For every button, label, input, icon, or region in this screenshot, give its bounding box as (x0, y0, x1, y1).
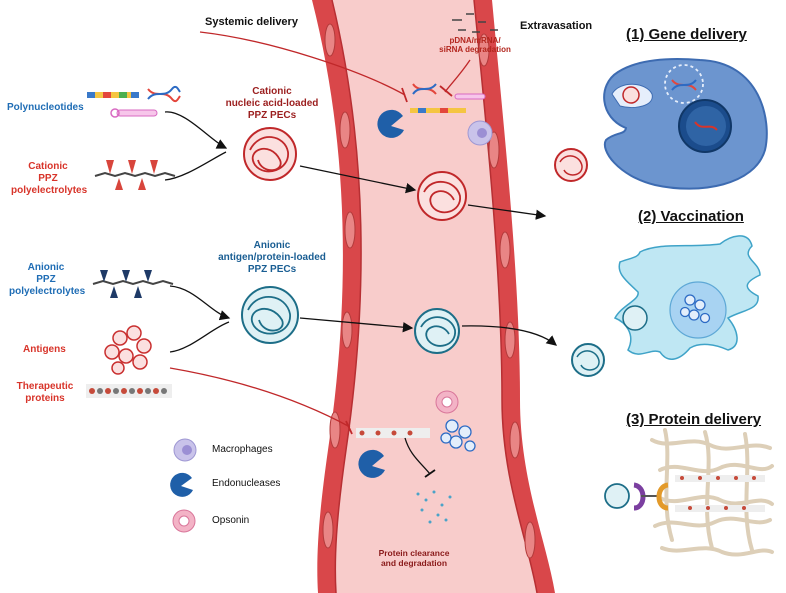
therapeutic-protein-chain-icon (86, 384, 172, 398)
vessel-cationic-pec (417, 171, 467, 221)
vessel-anionic-pec (414, 308, 460, 354)
legend-macrophages-label: Macrophages (212, 444, 273, 455)
anionic-ppz-line-1: Anionic (27, 262, 65, 273)
degraded-fragments-icon (416, 490, 452, 524)
receptor-binding-icon (604, 482, 669, 511)
cationic-pec-line-2: nucleic acid-loaded (225, 97, 319, 109)
arrow-to-cationic-pec-lower (164, 151, 227, 181)
clearance-arrow (404, 437, 431, 475)
protein-delivery-heading: (3) Protein delivery (626, 411, 762, 428)
sirna-hairpin-icon (110, 108, 158, 118)
polynucleotides-label: Polynucleotides (7, 102, 84, 113)
vessel-inner-edge-left (331, 0, 362, 593)
extravasated-cationic-pec (554, 148, 588, 182)
clearance-line-2: and degradation (380, 558, 448, 569)
cationic-pec-label: Cationic nucleic acid-loaded PPZ PECs (212, 86, 332, 121)
legend-opsonin-label: Opsonin (212, 515, 250, 526)
anionic-pec-line-3: PPZ PECs (247, 263, 297, 275)
arrow-to-anionic-pec-lower (169, 321, 230, 353)
endonuclease-lower-icon (358, 449, 385, 478)
endonuclease-top-icon (377, 109, 404, 138)
vessel-antigen-cluster-icon (440, 419, 476, 452)
cationic-ppz-label: Cationic PPZ polyelectrolytes (11, 161, 88, 196)
extravasation-label: Extravasation (520, 20, 593, 32)
cationic-ppz-line-1: Cationic (28, 161, 68, 172)
degradation-inhibit-line (444, 59, 471, 93)
anionic-polyelectrolyte-icon (92, 270, 174, 298)
antigen-cluster-icon (104, 325, 152, 375)
vessel-sirna-icon (454, 93, 486, 100)
arrow-to-cationic-pec (164, 111, 228, 149)
nucleic-acid-fragments-icon (452, 13, 498, 33)
arrow-cationic-extravasation (467, 204, 547, 220)
dendritic-cell (613, 235, 761, 360)
arrow-cationic-into-vessel (299, 165, 417, 194)
antigens-label: Antigens (23, 344, 66, 355)
cationic-polyelectrolyte-icon (94, 160, 176, 190)
cationic-ppz-line-3: polyelectrolytes (11, 184, 88, 196)
anionic-ppz-label: Anionic PPZ polyelectrolytes (9, 262, 86, 297)
anionic-pec-particle (241, 286, 299, 344)
degradation-line-1: pDNA/mRNA/ (449, 36, 501, 45)
cationic-pec-line-1: Cationic (252, 86, 292, 97)
dna-double-helix-icon (147, 85, 181, 103)
protein-inhibit-line (169, 367, 351, 428)
anionic-pec-label: Anionic antigen/protein-loaded PPZ PECs (204, 240, 340, 275)
systemic-delivery-line (199, 31, 406, 96)
therapeutic-proteins-label: Therapeutic proteins (13, 381, 77, 405)
degradation-line-2: siRNA degradation (439, 45, 511, 55)
vessel-protein-chain-icon (356, 428, 430, 438)
gene-delivery-cell (603, 58, 768, 190)
anionic-pec-line-1: Anionic (253, 240, 291, 251)
opsonin-vessel-icon (435, 390, 459, 414)
protein-delivery-tissue (650, 428, 774, 557)
macrophage-top-icon (467, 120, 493, 146)
anionic-pec-line-2: antigen/protein-loaded (218, 251, 326, 263)
therapeutic-proteins-line-1: Therapeutic (16, 381, 74, 392)
endothelial-cells (322, 23, 536, 559)
legend-endonucleases-label: Endonucleases (212, 478, 281, 489)
arrow-anionic-into-vessel (299, 317, 414, 333)
macrophage-legend-icon (173, 438, 197, 462)
extravasated-anionic-pec (571, 343, 605, 377)
vessel-dna-icon (412, 83, 437, 95)
vaccination-heading: (2) Vaccination (638, 208, 744, 225)
opsonin-legend-icon (172, 509, 196, 533)
cationic-ppz-line-2: PPZ (38, 172, 58, 184)
vessel-lumen (332, 0, 537, 593)
vessel-polynucleotide-strand-icon (410, 108, 466, 113)
cationic-pec-particle (243, 127, 297, 181)
protein-tissue-chains (675, 475, 765, 512)
clearance-line-1: Protein clearance (378, 548, 450, 558)
systemic-delivery-label: Systemic delivery (205, 16, 298, 28)
cationic-pec-line-3: PPZ PECs (247, 109, 297, 121)
anionic-ppz-line-3: polyelectrolytes (9, 285, 86, 297)
therapeutic-proteins-line-2: proteins (25, 392, 65, 404)
anionic-ppz-line-2: PPZ (36, 273, 56, 285)
degradation-label: pDNA/mRNA/ siRNA degradation (430, 36, 520, 55)
vessel-inner-edge-right (473, 0, 538, 593)
polynucleotide-strand-icon (87, 92, 139, 98)
gene-delivery-heading: (1) Gene delivery (626, 26, 747, 43)
arrow-anionic-extravasation (461, 325, 558, 346)
arrow-to-anionic-pec (169, 285, 231, 321)
endonuclease-legend-icon (170, 472, 193, 497)
clearance-label: Protein clearance and degradation (372, 548, 456, 568)
